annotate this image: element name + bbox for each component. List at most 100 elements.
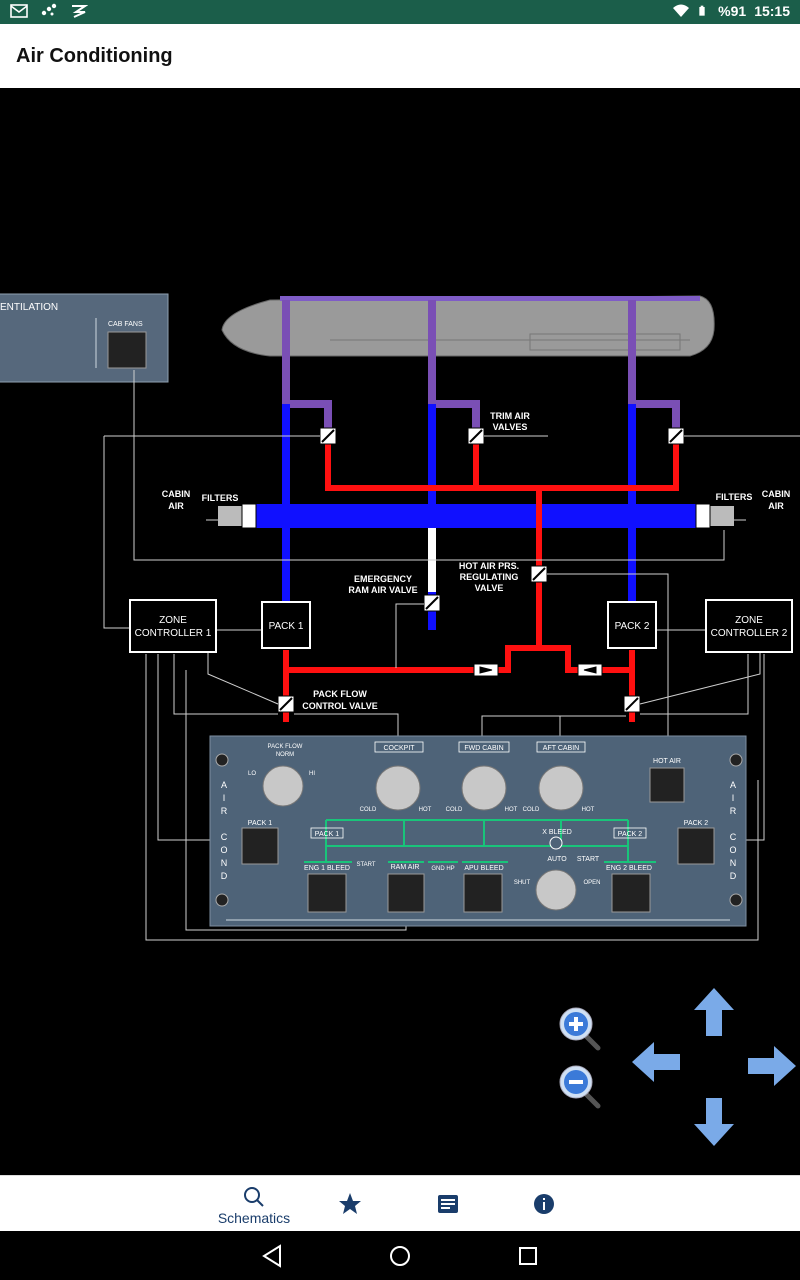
svg-text:PACK 2: PACK 2 (618, 831, 642, 838)
filters (218, 503, 734, 529)
svg-text:N: N (221, 858, 228, 868)
nav-item-info[interactable] (504, 1176, 584, 1232)
nav-item-favorites[interactable] (310, 1176, 390, 1232)
nav-item-schematics[interactable]: Schematics (214, 1176, 294, 1232)
svg-text:PACK 1: PACK 1 (248, 820, 272, 827)
svg-text:FWD CABIN: FWD CABIN (464, 745, 503, 752)
svg-text:LO: LO (248, 771, 256, 777)
pack-2-button[interactable] (677, 827, 715, 865)
search-icon (244, 1187, 264, 1207)
star-icon (339, 1193, 361, 1214)
svg-text:SHUT: SHUT (514, 880, 531, 886)
svg-text:D: D (730, 871, 737, 881)
svg-text:I: I (732, 793, 735, 803)
app-bar: Air Conditioning (0, 24, 800, 88)
svg-text:AUTO: AUTO (547, 856, 567, 863)
svg-text:PACK FLOW: PACK FLOW (313, 689, 367, 699)
trim-air-valve-3 (667, 427, 685, 445)
svg-text:AFT CABIN: AFT CABIN (543, 745, 579, 752)
check-valve-left (473, 663, 499, 677)
system-nav-bar (0, 1231, 800, 1280)
home-icon[interactable] (387, 1243, 413, 1269)
trim-air-valve-1 (319, 427, 337, 445)
air-conditioning-schematic[interactable]: ENTILATION CAB FANS (0, 88, 800, 1175)
svg-text:COLD: COLD (523, 807, 540, 813)
fwd-cabin-temp-knob[interactable] (461, 765, 507, 811)
wifi-icon (673, 4, 690, 17)
nav-item-label: Schematics (217, 1210, 291, 1226)
svg-text:VALVES: VALVES (493, 422, 528, 432)
aircraft-fuselage (221, 295, 715, 357)
nav-item-notes[interactable] (408, 1176, 488, 1232)
svg-text:VALVE: VALVE (475, 583, 504, 593)
aft-cabin-temp-knob[interactable] (538, 765, 584, 811)
svg-text:RAM AIR VALVE: RAM AIR VALVE (348, 585, 417, 595)
eng-1-bleed-button[interactable] (307, 873, 347, 913)
svg-text:A: A (221, 780, 227, 790)
mixed-air-ducts (282, 300, 680, 436)
x-bleed-knob[interactable] (535, 869, 577, 911)
svg-text:START: START (356, 862, 375, 868)
back-icon[interactable] (260, 1243, 286, 1269)
cab-fans-label: CAB FANS (108, 321, 143, 328)
hot-air-button[interactable] (649, 767, 685, 803)
arrow-up-icon[interactable] (692, 988, 736, 1038)
svg-text:AIR: AIR (168, 501, 184, 511)
svg-text:A: A (730, 780, 736, 790)
svg-text:D: D (221, 871, 228, 881)
mixer-unit (256, 504, 698, 528)
svg-text:O: O (220, 845, 227, 855)
zoom-out-icon[interactable] (556, 1064, 604, 1112)
hot-air-prs-valve (530, 565, 548, 583)
svg-text:AIR: AIR (768, 501, 784, 511)
zoom-in-icon[interactable] (556, 1006, 604, 1054)
trim-air-valve-2 (467, 427, 485, 445)
eng-2-bleed-button[interactable] (611, 873, 651, 913)
svg-text:START: START (577, 856, 600, 863)
zone-controller-1[interactable]: ZONE CONTROLLER 1 (129, 599, 217, 653)
signal-lines (103, 370, 800, 941)
gesture-icon (72, 5, 88, 18)
svg-text:I: I (223, 793, 226, 803)
status-bar: %91 15:15 (0, 0, 800, 24)
svg-text:R: R (221, 806, 228, 816)
air-cond-side-label-right: A I R C O N D (729, 780, 736, 881)
ram-air-button[interactable] (387, 873, 425, 913)
schematic-labels: TRIM AIR VALVES CABIN AIR FILTERS FILTER… (162, 411, 791, 711)
arrow-down-icon[interactable] (692, 1096, 736, 1146)
svg-text:HI: HI (309, 771, 315, 777)
info-icon (534, 1194, 554, 1214)
air-cond-side-label-left: A I R C O N D (220, 780, 227, 881)
svg-text:GND HP: GND HP (431, 866, 454, 872)
svg-text:HOT: HOT (582, 807, 595, 813)
svg-text:HOT AIR: HOT AIR (653, 758, 681, 765)
svg-text:CONTROLLER 1: CONTROLLER 1 (135, 628, 212, 639)
arrow-right-icon[interactable] (746, 1044, 796, 1088)
pack-1-button[interactable] (241, 827, 279, 865)
svg-text:REGULATING: REGULATING (460, 572, 519, 582)
emergency-ram-air-valve (423, 594, 441, 612)
svg-text:R: R (730, 806, 737, 816)
notes-icon (438, 1195, 458, 1213)
svg-text:X BLEED: X BLEED (542, 829, 572, 836)
page-title: Air Conditioning (16, 45, 173, 67)
apu-bleed-button[interactable] (463, 873, 503, 913)
zone-controller-2[interactable]: ZONE CONTROLLER 2 (705, 599, 793, 653)
svg-text:PACK 1: PACK 1 (269, 621, 304, 632)
svg-text:ENG 1 BLEED: ENG 1 BLEED (304, 865, 350, 872)
pack-2[interactable]: PACK 2 (607, 601, 657, 649)
svg-text:HOT: HOT (419, 807, 432, 813)
pack-1[interactable]: PACK 1 (261, 601, 311, 649)
arrow-left-icon[interactable] (632, 1040, 682, 1084)
svg-text:PACK FLOW: PACK FLOW (268, 744, 303, 750)
schematic-canvas[interactable]: ENTILATION CAB FANS (0, 88, 800, 1175)
pack-flow-knob[interactable] (262, 765, 304, 807)
cab-fans-button[interactable] (107, 331, 147, 369)
svg-text:OPEN: OPEN (583, 880, 600, 886)
battery-percent: %91 (718, 3, 747, 19)
check-valve-right (577, 663, 603, 677)
ventilation-title: ENTILATION (0, 302, 58, 313)
svg-text:PACK 2: PACK 2 (615, 621, 650, 632)
recents-icon[interactable] (515, 1243, 541, 1269)
cockpit-temp-knob[interactable] (375, 765, 421, 811)
